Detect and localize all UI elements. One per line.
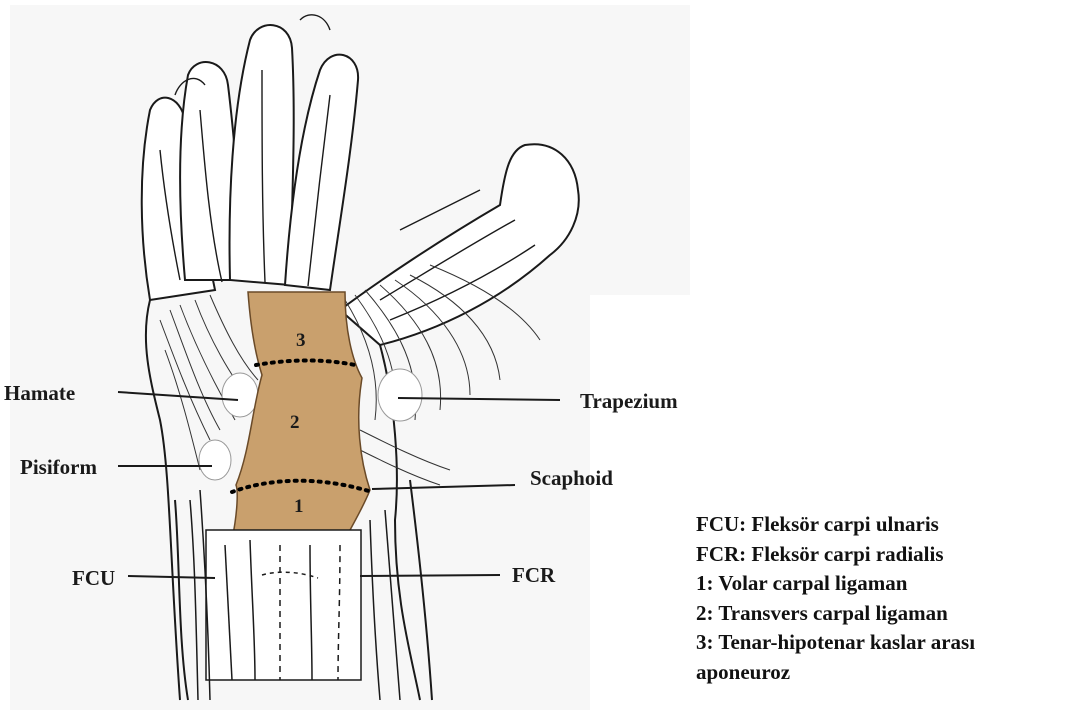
legend-item-2: 2: Transvers carpal ligaman — [696, 599, 1066, 629]
zone-2-number: 2 — [290, 412, 300, 433]
illustration-panel-right — [590, 5, 690, 295]
trapezium-bone — [378, 369, 422, 421]
zone-3-number: 3 — [296, 330, 306, 351]
zone-1-number: 1 — [294, 496, 304, 517]
label-trapezium: Trapezium — [580, 389, 678, 413]
hamate-bone — [222, 373, 258, 417]
legend-item-1: 1: Volar carpal ligaman — [696, 569, 1066, 599]
legend-item-3: 3: Tenar-hipotenar kaslar arası — [696, 628, 1066, 658]
label-hamate: Hamate — [4, 381, 75, 405]
legend-item-fcu: FCU: Fleksör carpi ulnaris — [696, 510, 1066, 540]
legend-item-fcr: FCR: Fleksör carpi radialis — [696, 540, 1066, 570]
label-fcu: FCU — [72, 566, 115, 590]
legend: FCU: Fleksör carpi ulnaris FCR: Fleksör … — [696, 510, 1066, 687]
legend-item-3-cont: aponeuroz — [696, 658, 1066, 688]
pisiform-bone — [199, 440, 231, 480]
fcr-leader — [360, 575, 500, 576]
label-pisiform: Pisiform — [20, 455, 97, 479]
label-fcr: FCR — [512, 563, 556, 587]
label-scaphoid: Scaphoid — [530, 466, 613, 490]
